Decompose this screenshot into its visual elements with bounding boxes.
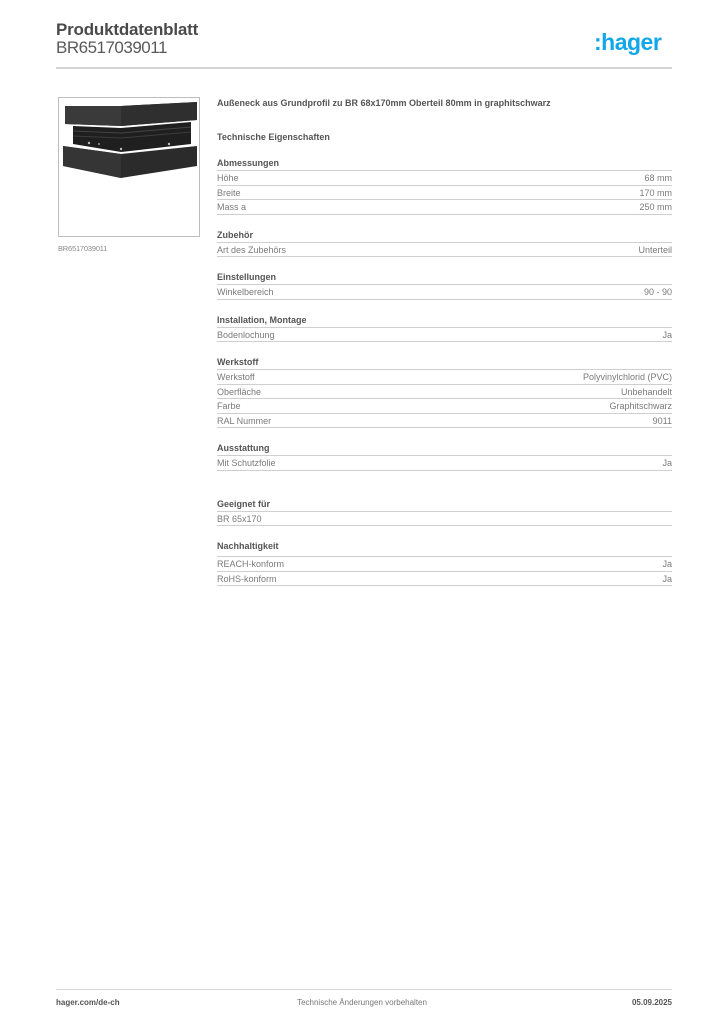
footer-notice: Technische Änderungen vorbehalten <box>297 998 427 1007</box>
property-row: REACH-konform Ja <box>217 557 672 572</box>
property-value: Unbehandelt <box>620 386 672 397</box>
property-label: Höhe <box>217 173 239 183</box>
property-label: REACH-konform <box>217 559 285 569</box>
property-label: Oberfläche <box>217 386 262 397</box>
property-label: RoHS-konform <box>217 573 277 584</box>
property-row: Art des Zubehörs Unterteil <box>217 243 672 257</box>
property-label: Art des Zubehörs <box>217 244 287 255</box>
page-title: Produktdatenblatt <box>56 20 199 39</box>
hager-logo: :hager <box>594 29 662 55</box>
property-label: BR 65x170 <box>217 513 262 524</box>
property-row: Höhe 68 mm <box>217 171 672 186</box>
section-dimensions: Abmessungen Höhe 68 mm Breite 170 mm Mas… <box>217 157 672 215</box>
property-row: Mass a 250 mm <box>217 200 672 215</box>
section-installation: Installation, Montage Bodenlochung Ja <box>217 314 672 342</box>
property-value: 68 mm <box>644 173 672 183</box>
footer-divider <box>56 989 672 990</box>
property-row: Bodenlochung Ja <box>217 328 672 342</box>
section-suitable-for: Geeignet für BR 65x170 <box>217 498 672 526</box>
section-title: Ausstattung <box>217 442 672 456</box>
section-settings: Einstellungen Winkelbereich 90 - 90 <box>217 271 672 300</box>
property-value: Ja <box>662 458 672 468</box>
property-value: 9011 <box>652 415 672 426</box>
footer-date: 05.09.2025 <box>631 998 672 1007</box>
technical-properties-heading: Technische Eigenschaften <box>217 132 330 142</box>
property-label: Mass a <box>217 202 247 212</box>
property-row: RAL Nummer 9011 <box>217 414 672 428</box>
property-label: RAL Nummer <box>217 415 272 426</box>
section-sustainability: Nachhaltigkeit REACH-konform Ja RoHS-kon… <box>217 540 672 586</box>
product-details: Außeneck aus Grundprofil zu BR 68x170mm … <box>217 97 672 586</box>
property-row: Winkelbereich 90 - 90 <box>217 285 672 300</box>
property-value: Graphitschwarz <box>609 401 672 411</box>
property-value: Ja <box>662 559 672 569</box>
section-material: Werkstoff Werkstoff Polyvinylchlorid (PV… <box>217 356 672 428</box>
section-title: Abmessungen <box>217 157 672 171</box>
property-value: Ja <box>662 573 672 584</box>
product-code: BR6517039011 <box>56 38 167 57</box>
footer-website: hager.com/de-ch <box>56 998 120 1007</box>
property-label: Winkelbereich <box>217 287 274 297</box>
header-divider <box>56 67 672 69</box>
image-caption: BR6517039011 <box>58 244 108 253</box>
product-description: Außeneck aus Grundprofil zu BR 68x170mm … <box>217 98 551 108</box>
section-title: Werkstoff <box>217 356 672 370</box>
property-row: Breite 170 mm <box>217 186 672 200</box>
section-title: Installation, Montage <box>217 314 672 328</box>
section-title: Zubehör <box>217 229 672 243</box>
section-title: Nachhaltigkeit <box>217 540 672 557</box>
property-label: Mit Schutzfolie <box>217 458 276 468</box>
property-row: Werkstoff Polyvinylchlorid (PVC) <box>217 370 672 385</box>
section-title: Geeignet für <box>217 498 672 512</box>
property-value: 90 - 90 <box>643 287 672 297</box>
property-label: Breite <box>217 187 241 198</box>
product-image <box>58 97 200 237</box>
property-row: RoHS-konform Ja <box>217 572 672 586</box>
section-accessories: Zubehör Art des Zubehörs Unterteil <box>217 229 672 257</box>
product-photo-icon <box>63 102 197 178</box>
property-value: Polyvinylchlorid (PVC) <box>582 372 672 382</box>
property-value: Unterteil <box>638 244 672 255</box>
property-label: Farbe <box>217 401 241 411</box>
section-title: Einstellungen <box>217 271 672 285</box>
property-value: Ja <box>662 329 672 340</box>
property-label: Werkstoff <box>217 372 255 382</box>
section-equipment: Ausstattung Mit Schutzfolie Ja <box>217 442 672 471</box>
property-row: BR 65x170 <box>217 512 672 526</box>
property-row: Mit Schutzfolie Ja <box>217 456 672 471</box>
property-value: 170 mm <box>639 187 672 198</box>
property-row: Farbe Graphitschwarz <box>217 399 672 414</box>
property-row: Oberfläche Unbehandelt <box>217 385 672 399</box>
property-value: 250 mm <box>639 202 672 212</box>
property-label: Bodenlochung <box>217 329 275 340</box>
